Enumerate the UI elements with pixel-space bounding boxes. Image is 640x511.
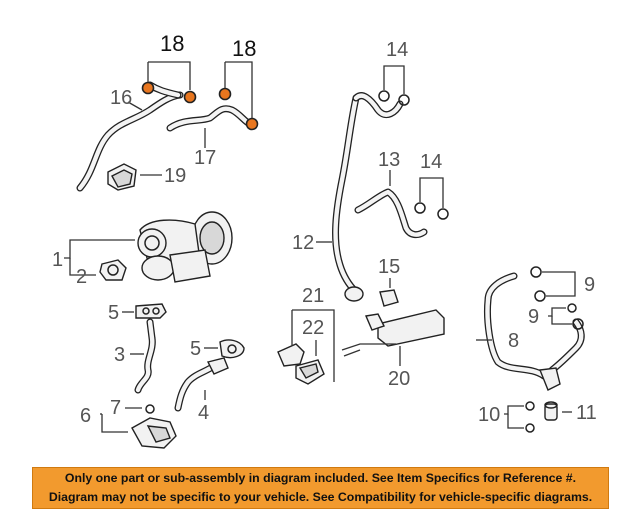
coolant-pipe-17	[166, 105, 254, 132]
vacuum-reservoir-20	[341, 309, 445, 357]
callout-7: 7	[110, 397, 121, 419]
oil-feed-fitting-6	[131, 417, 177, 449]
gasket-14c	[414, 202, 426, 214]
callout-11: 11	[576, 402, 597, 424]
gasket-9a	[530, 266, 542, 278]
bolt-11	[544, 401, 558, 421]
vacuum-line-13	[354, 188, 428, 239]
gasket-14a	[378, 90, 390, 102]
disclaimer-line-1: Only one part or sub-assembly in diagram…	[64, 471, 577, 485]
callout-9-mid: 9	[528, 306, 539, 328]
callout-13: 13	[378, 149, 400, 171]
disclaimer-line-2: Diagram may not be specific to your vehi…	[48, 490, 593, 504]
oil-pipe-8	[484, 272, 585, 391]
gasket-18b	[183, 90, 197, 104]
callout-1: 1	[52, 249, 63, 271]
callout-14-top: 14	[386, 39, 408, 61]
intake-pipe-12	[332, 92, 404, 302]
callout-5-right: 5	[190, 338, 201, 360]
gasket-14b	[398, 94, 410, 106]
oil-return-line-4	[174, 357, 229, 412]
callout-12: 12	[292, 232, 314, 254]
gasket-18c	[218, 87, 232, 101]
callout-6: 6	[80, 405, 91, 427]
callout-19: 19	[164, 165, 186, 187]
callout-22: 22	[302, 317, 324, 339]
gasket-5-right	[219, 339, 245, 359]
gasket-9d	[572, 318, 584, 330]
callout-20: 20	[388, 368, 410, 390]
callout-14-mid: 14	[420, 151, 442, 173]
callout-2: 2	[76, 266, 87, 288]
callout-15: 15	[378, 256, 400, 278]
turbocharger-1	[137, 211, 233, 283]
gasket-9b	[534, 290, 546, 302]
disclaimer-banner: Only one part or sub-assembly in diagram…	[32, 467, 609, 509]
callout-17: 17	[194, 147, 216, 169]
parts-diagram: 18 18 16 17 19 1 2 5 3 5	[52, 31, 597, 449]
callout-4: 4	[198, 402, 209, 424]
callout-21: 21	[302, 285, 324, 307]
clamp-15	[379, 289, 399, 307]
oil-line-3	[134, 318, 156, 394]
bracket-19	[107, 163, 137, 191]
callout-8: 8	[508, 330, 519, 352]
gasket-5-left	[135, 303, 167, 319]
washer-7	[145, 404, 155, 414]
gasket-9c	[567, 303, 577, 313]
solenoid-valve-21	[277, 343, 325, 385]
callout-18-left: 18	[160, 31, 184, 56]
callout-10: 10	[478, 404, 500, 426]
gasket-14d	[437, 208, 449, 220]
callout-5-left: 5	[108, 302, 119, 324]
gasket-18d	[245, 117, 259, 131]
washer-10a	[525, 401, 535, 411]
callout-3: 3	[114, 344, 125, 366]
actuator-2	[99, 259, 127, 281]
callout-16: 16	[110, 87, 132, 109]
washer-10b	[525, 423, 535, 433]
callout-18-right: 18	[232, 36, 256, 61]
gasket-18a	[141, 81, 155, 95]
callout-9-top: 9	[584, 274, 595, 296]
